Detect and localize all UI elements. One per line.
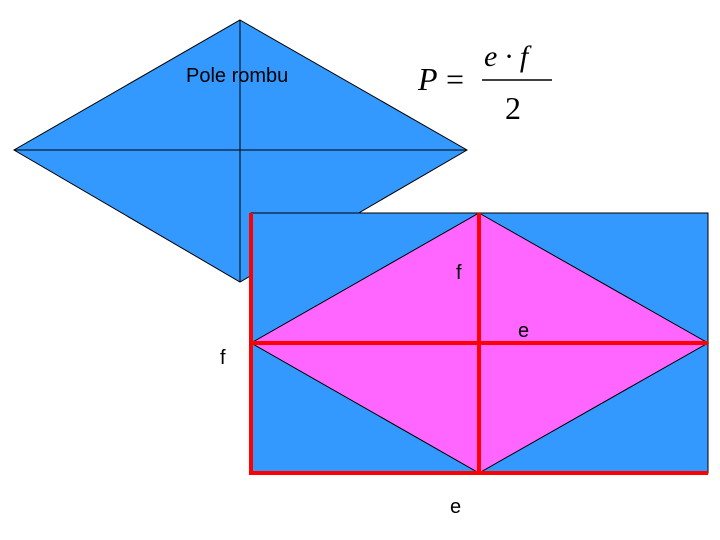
- lower-figure: [249, 212, 710, 475]
- label-f-vertical: f: [456, 262, 462, 284]
- label-f-left: f: [220, 347, 226, 369]
- label-e-bottom: e: [450, 496, 461, 518]
- formula-lhs: P: [417, 61, 438, 97]
- formula-denominator: 2: [505, 90, 521, 126]
- upper-rhombus: [13, 19, 469, 283]
- formula-equals: =: [446, 61, 464, 97]
- title-label: Pole rombu: [186, 65, 288, 87]
- formula-numerator: e · f: [484, 40, 532, 73]
- area-formula: P = e · f 2: [417, 40, 552, 126]
- label-e-right: e: [518, 320, 529, 342]
